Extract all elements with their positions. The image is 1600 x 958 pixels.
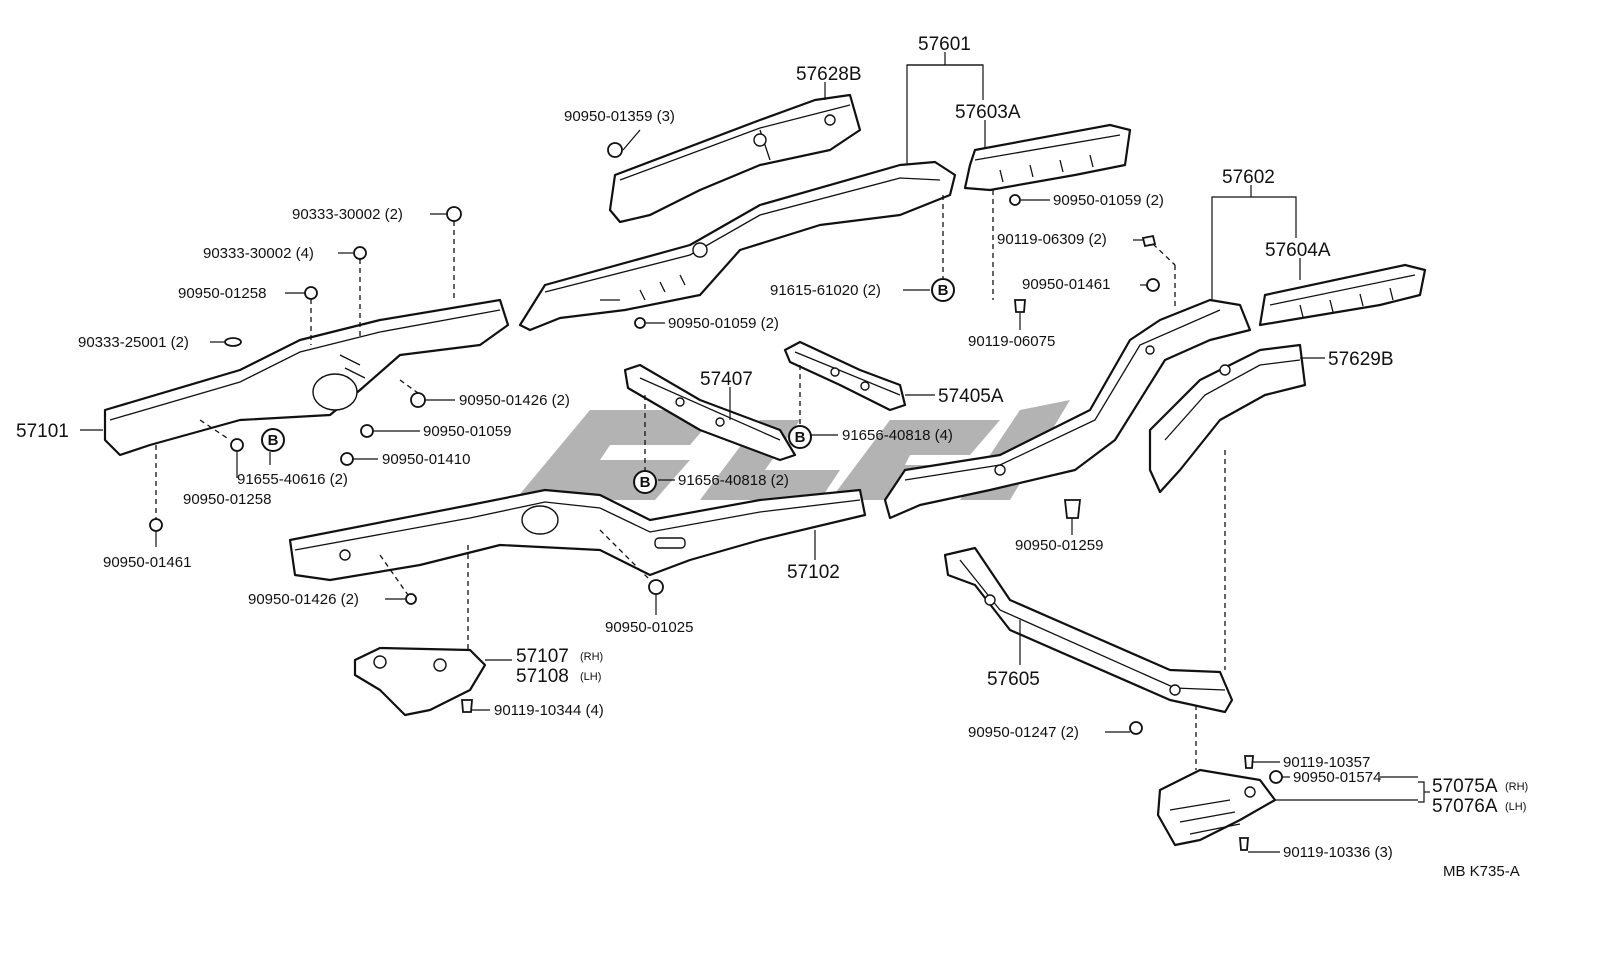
fastener-label: 90119-10344 (4) [494,702,604,719]
part-57604a-reinforcement [1258,263,1427,327]
diagram-code: MB K735-A [1443,863,1520,880]
part-57102-rear-rail [288,488,867,582]
fastener-label: 90950-01259 [1015,537,1103,554]
fastener-label: 90950-01025 [605,619,693,636]
fastener-label: 90950-01426 (2) [459,392,570,409]
b-marker-1: B [931,278,955,302]
callout-57407: 57407 [700,369,753,390]
b-marker-4: B [633,470,657,494]
callout-57075a-rh: (RH) [1505,781,1528,793]
callout-57604a: 57604A [1265,240,1331,261]
fastener-label: 90950-01059 (2) [668,315,779,332]
fastener-label: 91656-40818 (2) [678,472,789,489]
callout-57602: 57602 [1222,167,1275,188]
callout-57601: 57601 [918,34,971,55]
fastener-label: 90950-01410 [382,451,470,468]
fastener-label: 90119-06075 [968,333,1055,350]
fastener-label: 90950-01461 [103,554,191,571]
fastener-label: 90333-30002 (4) [203,245,314,262]
fastener-label: 90119-10336 (3) [1283,844,1393,861]
part-57075a-bracket [1156,768,1277,847]
fastener-label: 91655-40616 (2) [237,471,348,488]
fastener-label: 90950-01059 [423,423,511,440]
part-57602-rail [883,298,1252,520]
callout-57629b: 57629B [1328,349,1394,370]
dashed-connections [155,190,1226,770]
leader-lines [80,52,1430,853]
part-57601-rail [518,160,957,332]
fastener-label: 90950-01461 [1022,276,1110,293]
callout-57076a-lh: (LH) [1505,801,1526,813]
b-marker-3: B [788,425,812,449]
fastener-label: 91615-61020 (2) [770,282,881,299]
callout-57107: 57107 [516,646,569,667]
part-57628b-bracket [608,93,862,224]
part-57603a-reinforcement [963,123,1132,192]
callout-57605: 57605 [987,669,1040,690]
fastener-label: 90950-01258 [183,491,271,508]
part-57629b-bracket [1148,343,1307,494]
callout-57102: 57102 [787,562,840,583]
part-57407-crossmember [623,363,797,462]
fastener-label: 90950-01258 [178,285,266,302]
part-57605-crossmember [943,546,1234,714]
b-marker-2: B [261,428,285,452]
fastener-label: 90950-01247 (2) [968,724,1079,741]
svg-text:B: B [640,474,651,491]
fastener-label: 90333-25001 (2) [78,334,189,351]
fastener-label: 90119-10357 [1283,754,1370,771]
part-57405a-crossmember [783,340,907,412]
fastener-label: 91656-40818 (4) [842,427,953,444]
fastener-label: 90950-01574 [1293,769,1381,786]
fastener-label: 90333-30002 (2) [292,206,403,223]
callout-57603a: 57603A [955,102,1021,123]
callout-57108-lh: (LH) [580,671,601,683]
callout-57075a: 57075A [1432,776,1498,797]
part-57107-bracket [353,646,487,717]
fastener-label: 90950-01059 (2) [1053,192,1164,209]
fastener-label: 90119-06309 (2) [997,231,1107,248]
svg-text:B: B [938,282,949,299]
fastener-label: 90950-01359 (3) [564,108,675,125]
svg-text:B: B [795,429,806,446]
part-57101-front-rail [103,298,510,457]
fastener-label: 90950-01426 (2) [248,591,359,608]
callout-57108: 57108 [516,666,569,687]
callout-57101: 57101 [16,421,69,442]
callout-57628b: 57628B [796,64,862,85]
callout-57107-rh: (RH) [580,651,603,663]
callout-57076a: 57076A [1432,796,1498,817]
svg-text:B: B [268,432,279,449]
callout-57405a: 57405A [938,386,1004,407]
